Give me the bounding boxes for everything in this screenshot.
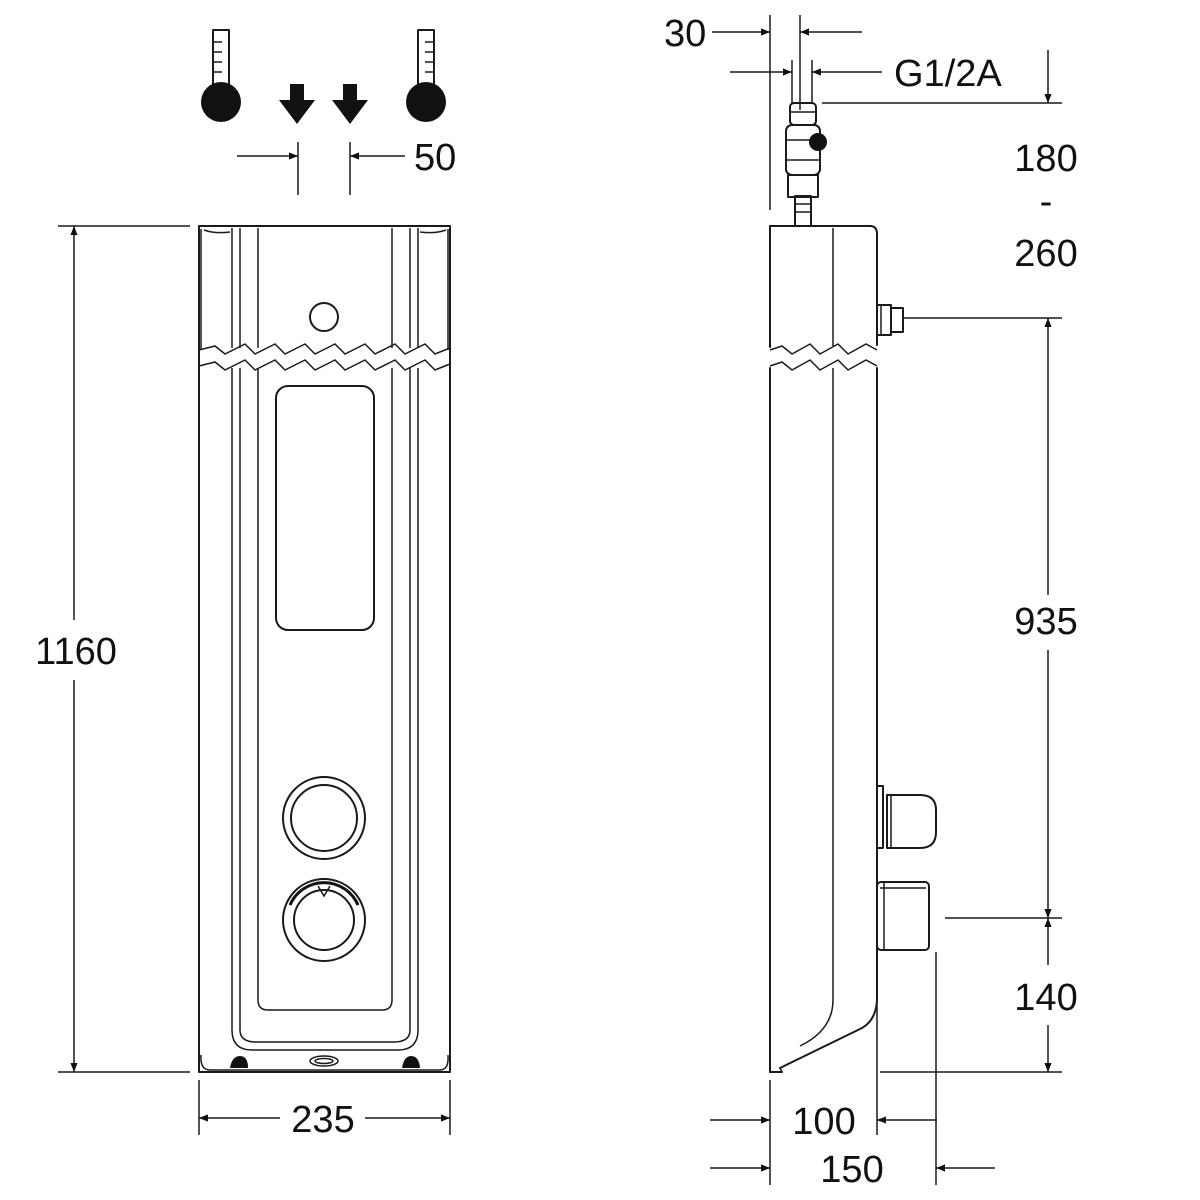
dim-control-height: 140: [1014, 977, 1077, 1019]
front-view: [198, 225, 451, 1073]
dim-width: 235: [291, 1099, 354, 1141]
dim-depth: 100: [792, 1101, 855, 1143]
side-view: [769, 102, 937, 1073]
dim-total-height: 1160: [35, 631, 117, 673]
dim-thread: G1/2A: [894, 53, 1002, 95]
dim-depth-with-control: 150: [820, 1149, 883, 1191]
dim-connection-height-separator: -: [1040, 181, 1053, 223]
dimension-lines: [58, 15, 1062, 1185]
dim-pipe-spacing: 50: [414, 137, 456, 179]
dim-connection-height-max: 260: [1014, 233, 1077, 275]
down-arrow-icon: [332, 84, 368, 124]
dim-pipe-diameter: 30: [664, 13, 706, 55]
thermometer-cold-icon: [201, 29, 241, 122]
down-arrow-icon: [279, 84, 315, 124]
dim-outlet-to-control: 935: [1014, 601, 1077, 643]
thermometer-hot-icon: [406, 29, 446, 122]
dim-connection-height-min: 180: [1014, 138, 1077, 180]
